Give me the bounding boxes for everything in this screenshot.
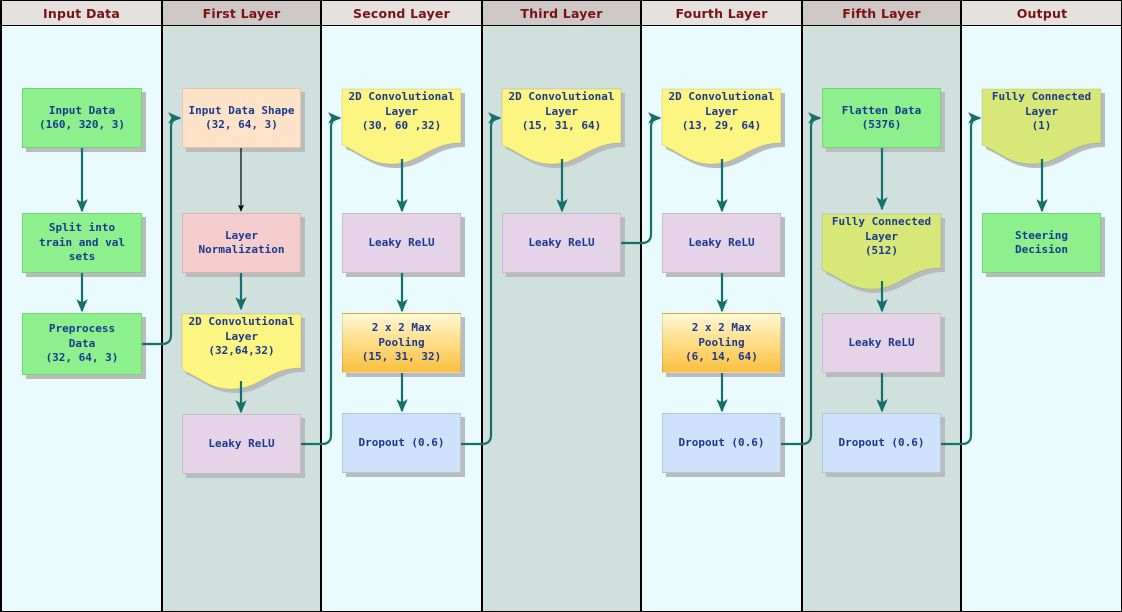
node-label: 2 x 2 Max Pooling (15, 31, 32) bbox=[361, 321, 442, 364]
lane-header-label: Fourth Layer bbox=[675, 5, 768, 21]
node-shape-document bbox=[821, 213, 945, 294]
node-fully-connected-512[interactable]: Fully Connected Layer (512) bbox=[821, 211, 945, 294]
node-shape-document bbox=[981, 88, 1105, 169]
node-leaky-relu-1[interactable]: Leaky ReLU bbox=[182, 414, 305, 478]
node-shape-document bbox=[341, 88, 465, 169]
lane-header-label: First Layer bbox=[202, 5, 281, 21]
node-face bbox=[342, 213, 461, 273]
node-label: Dropout (0.6) bbox=[678, 435, 765, 449]
node-label: Dropout (0.6) bbox=[838, 435, 925, 449]
node-leaky-relu-4[interactable]: Leaky ReLU bbox=[662, 213, 785, 277]
lane-header-second-layer: Second Layer bbox=[322, 1, 481, 26]
node-preprocess-data[interactable]: Preprocess Data (32, 64, 3) bbox=[22, 313, 146, 379]
node-face bbox=[182, 414, 301, 474]
node-conv2d-layer-2[interactable]: 2D Convolutional Layer (30, 60 ,32) bbox=[341, 86, 465, 169]
node-leaky-relu-2[interactable]: Leaky ReLU bbox=[342, 213, 465, 277]
node-label: Fully Connected Layer (1) bbox=[991, 90, 1092, 133]
node-split-train-val[interactable]: Split into train and val sets bbox=[22, 213, 146, 277]
node-label: 2 x 2 Max Pooling (6, 14, 64) bbox=[685, 321, 758, 364]
node-label: Leaky ReLU bbox=[528, 235, 595, 249]
node-conv2d-layer-1[interactable]: 2D Convolutional Layer (32,64,32) bbox=[181, 311, 305, 394]
node-label: Fully Connected Layer (512) bbox=[831, 215, 932, 258]
node-face bbox=[822, 413, 941, 473]
node-dropout-4[interactable]: Dropout (0.6) bbox=[662, 413, 785, 477]
node-face bbox=[22, 213, 142, 273]
node-face bbox=[342, 313, 461, 373]
node-face bbox=[182, 88, 301, 148]
node-layer-normalization[interactable]: Layer Normalization bbox=[182, 213, 305, 277]
lane-header-label: Third Layer bbox=[520, 5, 603, 21]
node-leaky-relu-5[interactable]: Leaky ReLU bbox=[822, 313, 945, 377]
node-face bbox=[502, 213, 621, 273]
lane-header-first-layer: First Layer bbox=[163, 1, 320, 26]
node-face bbox=[182, 213, 301, 273]
node-face bbox=[22, 313, 142, 375]
node-conv2d-layer-3[interactable]: 2D Convolutional Layer (15, 31, 64) bbox=[501, 86, 625, 169]
node-face bbox=[662, 313, 781, 373]
node-label: 2D Convolutional Layer (15, 31, 64) bbox=[508, 90, 615, 133]
lane-header-label: Input Data bbox=[43, 5, 120, 21]
node-label: 2D Convolutional Layer (13, 29, 64) bbox=[668, 90, 775, 133]
node-label: Dropout (0.6) bbox=[358, 435, 445, 449]
lane-header-input-data: Input Data bbox=[2, 1, 161, 26]
node-face bbox=[822, 313, 941, 373]
node-input-data-box[interactable]: Input Data (160, 320, 3) bbox=[22, 88, 146, 152]
node-label: Leaky ReLU bbox=[368, 235, 435, 249]
node-label: Layer Normalization bbox=[198, 228, 285, 257]
node-label: 2D Convolutional Layer (30, 60 ,32) bbox=[348, 90, 455, 133]
node-flatten-data[interactable]: Flatten Data (5376) bbox=[822, 88, 945, 152]
node-label: Preprocess Data (32, 64, 3) bbox=[45, 322, 119, 365]
node-face bbox=[982, 213, 1101, 273]
node-label: Steering Decision bbox=[1015, 228, 1068, 257]
node-dropout-2[interactable]: Dropout (0.6) bbox=[342, 413, 465, 477]
lane-header-label: Fifth Layer bbox=[842, 5, 921, 21]
node-leaky-relu-3[interactable]: Leaky ReLU bbox=[502, 213, 625, 277]
node-conv2d-layer-4[interactable]: 2D Convolutional Layer (13, 29, 64) bbox=[661, 86, 785, 169]
node-label: Leaky ReLU bbox=[848, 335, 915, 349]
node-face bbox=[822, 88, 941, 148]
node-label: Leaky ReLU bbox=[208, 436, 275, 450]
node-fully-connected-1[interactable]: Fully Connected Layer (1) bbox=[981, 86, 1105, 169]
node-shape-document bbox=[661, 88, 785, 169]
node-dropout-5[interactable]: Dropout (0.6) bbox=[822, 413, 945, 477]
node-maxpool-2[interactable]: 2 x 2 Max Pooling (15, 31, 32) bbox=[342, 313, 465, 377]
node-shape-document bbox=[181, 313, 305, 394]
node-label: 2D Convolutional Layer (32,64,32) bbox=[188, 315, 295, 358]
node-face bbox=[342, 413, 461, 473]
node-label: Flatten Data (5376) bbox=[841, 103, 922, 132]
lane-header-label: Output bbox=[1016, 5, 1068, 21]
lane-header-third-layer: Third Layer bbox=[483, 1, 640, 26]
lane-header-fourth-layer: Fourth Layer bbox=[642, 1, 801, 26]
node-label: Input Data (160, 320, 3) bbox=[38, 103, 126, 132]
node-input-data-shape[interactable]: Input Data Shape (32, 64, 3) bbox=[182, 88, 305, 152]
node-steering-decision[interactable]: Steering Decision bbox=[982, 213, 1105, 277]
node-label: Leaky ReLU bbox=[688, 235, 755, 249]
lane-header-label: Second Layer bbox=[353, 5, 450, 21]
node-face bbox=[662, 413, 781, 473]
lane-header-fifth-layer: Fifth Layer bbox=[803, 1, 960, 26]
node-shape-document bbox=[501, 88, 625, 169]
node-label: Split into train and val sets bbox=[38, 221, 126, 264]
lane-header-output: Output bbox=[962, 1, 1121, 26]
node-label: Input Data Shape (32, 64, 3) bbox=[188, 103, 295, 132]
node-face bbox=[662, 213, 781, 273]
node-maxpool-4[interactable]: 2 x 2 Max Pooling (6, 14, 64) bbox=[662, 313, 785, 377]
node-face bbox=[22, 88, 142, 148]
